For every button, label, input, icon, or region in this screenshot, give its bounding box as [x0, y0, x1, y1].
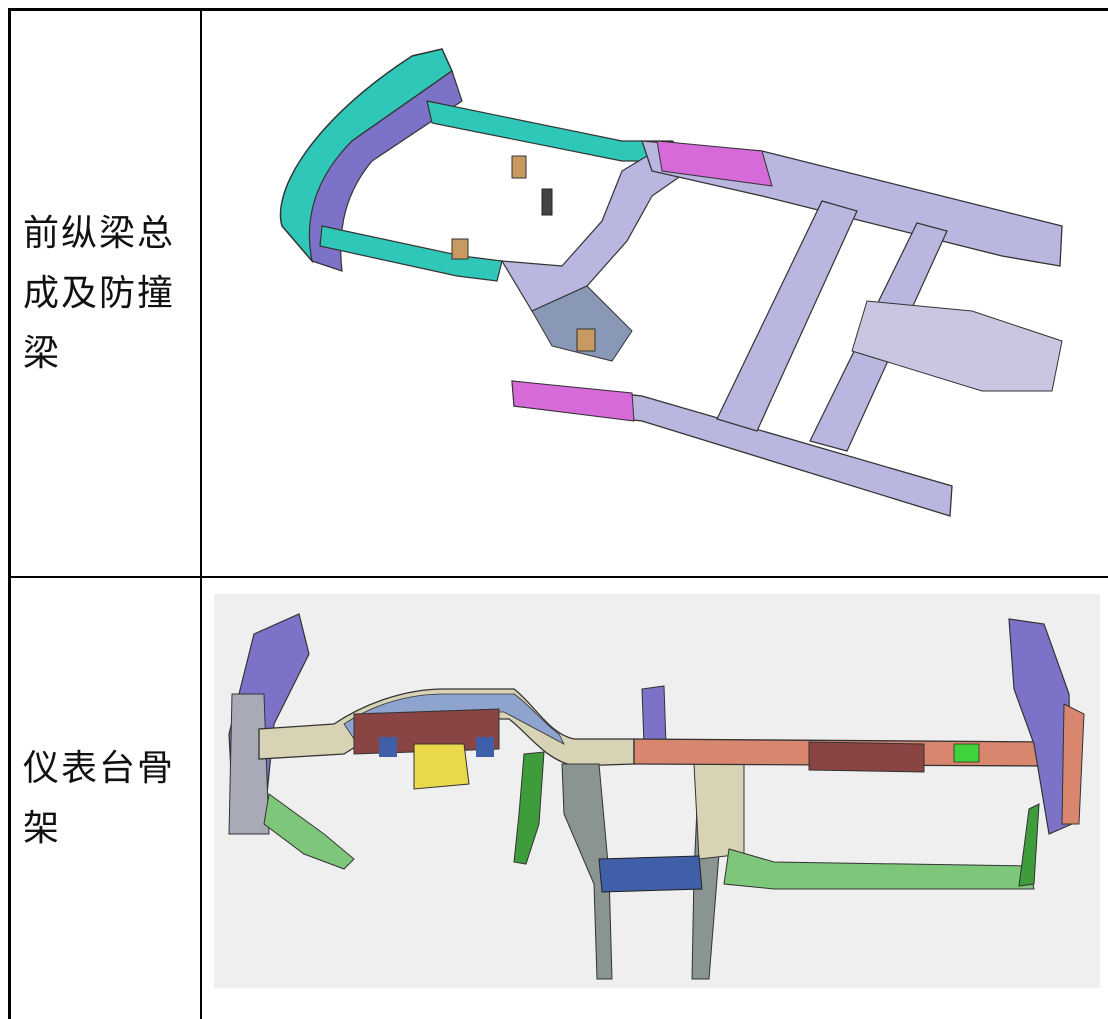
- row-1-label: 前纵梁总成及防撞梁: [23, 212, 176, 374]
- table-border-left: [8, 8, 11, 1019]
- row-1-label-cell: 前纵梁总成及防撞梁: [11, 11, 200, 576]
- front-rail-assembly-image: [202, 11, 1108, 576]
- row-2-label: 仪表台骨架: [23, 747, 176, 849]
- row-2-label-cell: 仪表台骨架: [11, 578, 200, 1019]
- table-column-divider: [200, 8, 202, 1019]
- table-border-top: [8, 8, 1108, 11]
- instrument-panel-beam-image: [214, 594, 1100, 988]
- table-row-divider: [8, 576, 1108, 578]
